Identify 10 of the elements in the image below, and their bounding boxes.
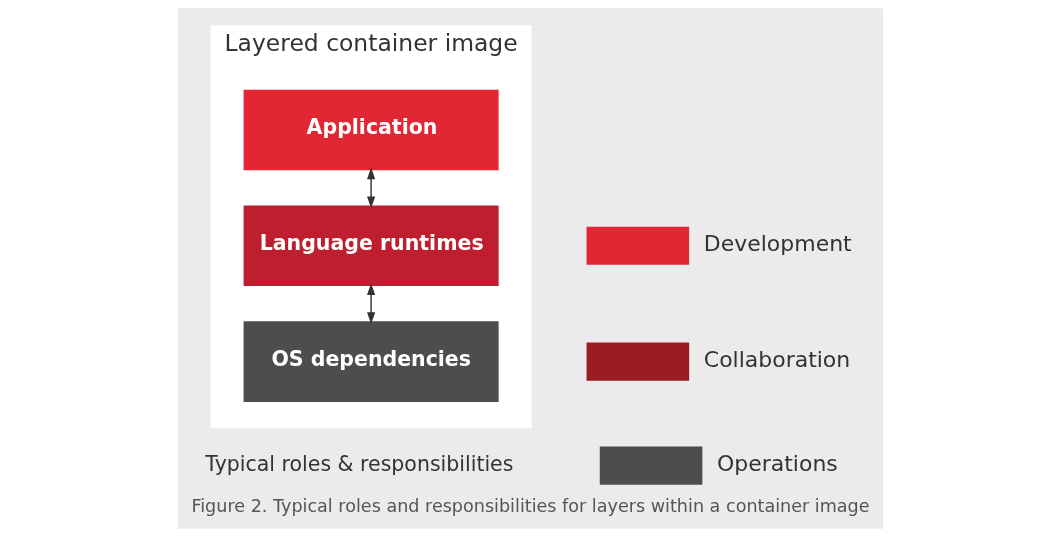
- node-box: OS dependencies: [243, 321, 499, 402]
- node-box: Language runtimes: [243, 205, 499, 287]
- legend-label: Operations: [716, 450, 838, 476]
- label: Typical roles & responsibilities: [204, 452, 513, 477]
- arrow: [366, 167, 375, 209]
- node-box: Application: [243, 89, 499, 171]
- legend-label: Development: [703, 230, 852, 256]
- caption: Figure 2. Typical roles and responsibilities for layers within a container image: [190, 495, 870, 516]
- legend-label: Collaboration: [703, 346, 850, 372]
- arrow: [366, 283, 375, 325]
